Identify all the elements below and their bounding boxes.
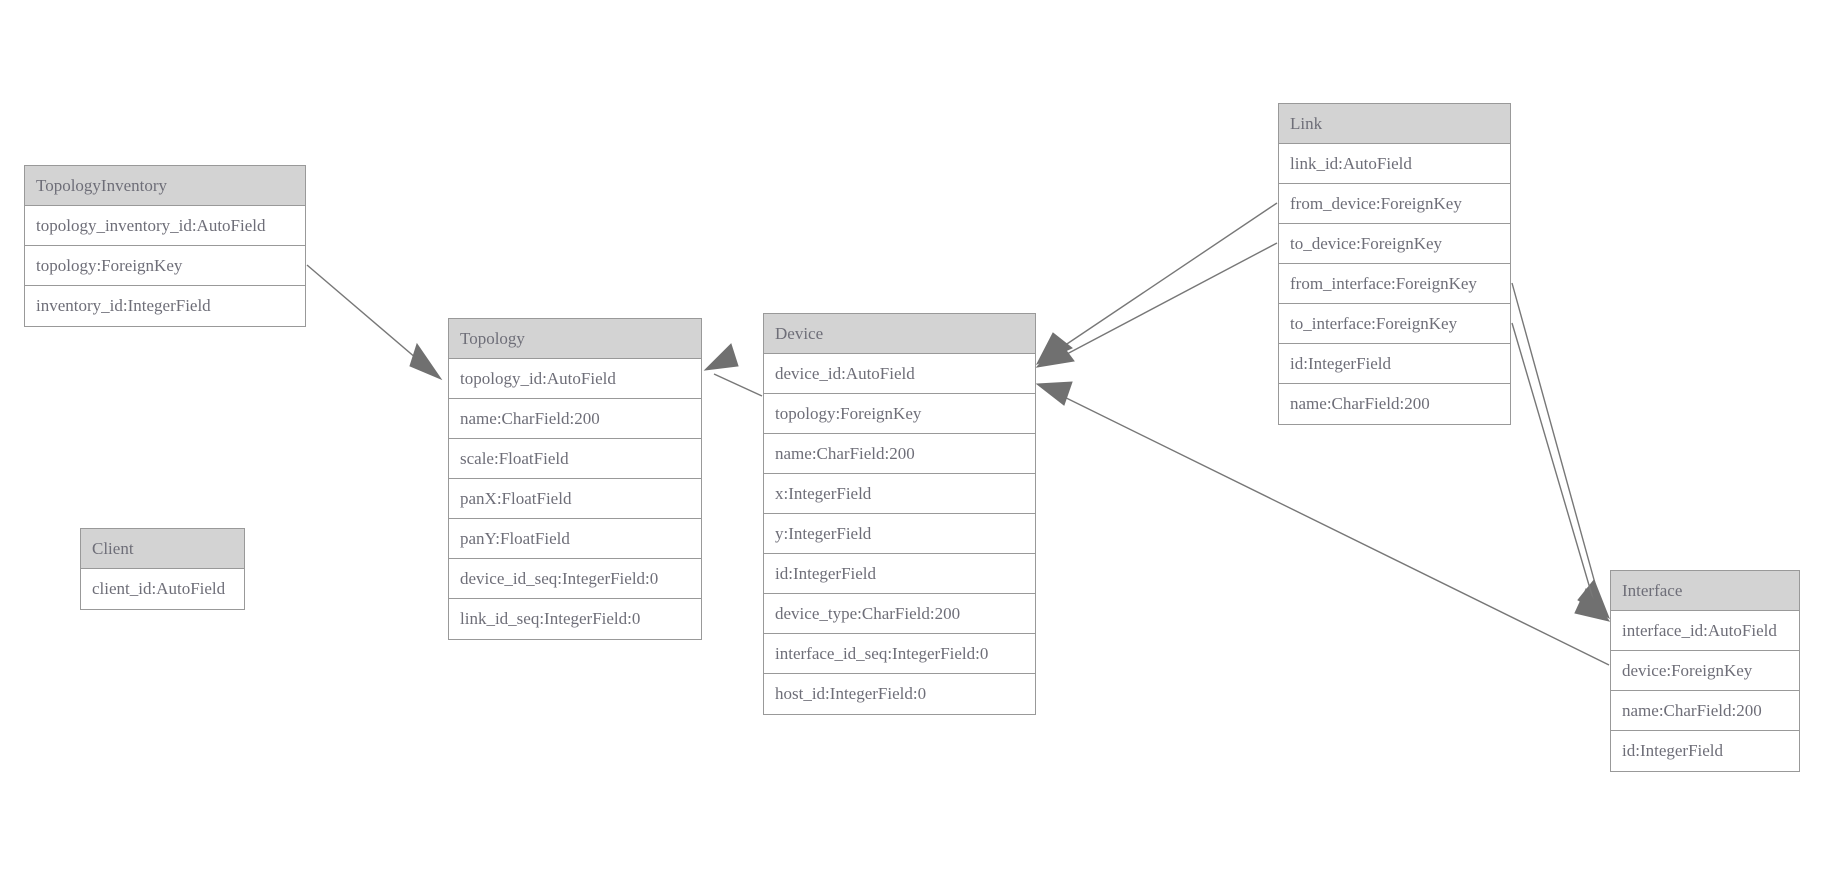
entity-field-device-5[interactable]: id:IntegerField bbox=[764, 554, 1035, 594]
relation-line-interface-device bbox=[1047, 388, 1610, 666]
entity-field-topologyinventory-0[interactable]: topology_inventory_id:AutoField bbox=[25, 206, 305, 246]
entity-field-topologyinventory-1[interactable]: topology:ForeignKey bbox=[25, 246, 305, 286]
entity-field-link-5[interactable]: id:IntegerField bbox=[1279, 344, 1510, 384]
entity-field-interface-0[interactable]: interface_id:AutoField bbox=[1611, 611, 1799, 651]
entity-field-client-0[interactable]: client_id:AutoField bbox=[81, 569, 244, 609]
relation-arrowhead-icon-link-to-interface bbox=[1574, 588, 1611, 622]
relation-line-topologyinventory-topology bbox=[306, 264, 438, 377]
relation-topologyinventory-topology bbox=[306, 264, 443, 381]
entity-title-interface: Interface bbox=[1611, 571, 1799, 611]
entity-title-topology: Topology bbox=[449, 319, 701, 359]
entity-field-interface-3[interactable]: id:IntegerField bbox=[1611, 731, 1799, 771]
entity-field-topology-2[interactable]: scale:FloatField bbox=[449, 439, 701, 479]
entity-field-link-0[interactable]: link_id:AutoField bbox=[1279, 144, 1510, 184]
entity-field-link-4[interactable]: to_interface:ForeignKey bbox=[1279, 304, 1510, 344]
entity-title-topologyinventory: TopologyInventory bbox=[25, 166, 305, 206]
relation-line-link-to-device bbox=[1047, 242, 1278, 365]
entity-field-device-3[interactable]: x:IntegerField bbox=[764, 474, 1035, 514]
entity-field-device-1[interactable]: topology:ForeignKey bbox=[764, 394, 1035, 434]
entity-field-topology-5[interactable]: device_id_seq:IntegerField:0 bbox=[449, 559, 701, 599]
entity-field-link-6[interactable]: name:CharField:200 bbox=[1279, 384, 1510, 424]
entity-field-device-8[interactable]: host_id:IntegerField:0 bbox=[764, 674, 1035, 714]
relation-link-from-device bbox=[1035, 202, 1278, 366]
entity-field-device-2[interactable]: name:CharField:200 bbox=[764, 434, 1035, 474]
entity-field-link-2[interactable]: to_device:ForeignKey bbox=[1279, 224, 1510, 264]
relation-line-link-from-device bbox=[1045, 202, 1278, 359]
relation-arrowhead-icon-topologyinventory-topology bbox=[409, 342, 443, 381]
relation-arrowhead-icon-device-topology bbox=[703, 343, 739, 371]
relation-arrowhead-icon-link-to-device bbox=[1035, 340, 1075, 368]
relation-device-topology bbox=[703, 343, 763, 397]
entity-field-topology-0[interactable]: topology_id:AutoField bbox=[449, 359, 701, 399]
relation-link-to-interface bbox=[1511, 322, 1611, 622]
entity-field-topology-3[interactable]: panX:FloatField bbox=[449, 479, 701, 519]
entity-field-interface-1[interactable]: device:ForeignKey bbox=[1611, 651, 1799, 691]
entity-title-link: Link bbox=[1279, 104, 1510, 144]
entity-title-device: Device bbox=[764, 314, 1035, 354]
relation-line-link-from-interface bbox=[1511, 282, 1602, 606]
entity-field-device-0[interactable]: device_id:AutoField bbox=[764, 354, 1035, 394]
entity-field-topology-4[interactable]: panY:FloatField bbox=[449, 519, 701, 559]
entity-field-interface-2[interactable]: name:CharField:200 bbox=[1611, 691, 1799, 731]
entity-field-link-1[interactable]: from_device:ForeignKey bbox=[1279, 184, 1510, 224]
relation-line-device-topology bbox=[713, 373, 763, 397]
entity-field-link-3[interactable]: from_interface:ForeignKey bbox=[1279, 264, 1510, 304]
entity-field-topology-1[interactable]: name:CharField:200 bbox=[449, 399, 701, 439]
relation-arrowhead-icon-interface-device bbox=[1035, 381, 1073, 406]
entity-field-topologyinventory-2[interactable]: inventory_id:IntegerField bbox=[25, 286, 305, 326]
relation-arrowhead-icon-link-from-interface bbox=[1577, 579, 1610, 620]
entity-field-device-4[interactable]: y:IntegerField bbox=[764, 514, 1035, 554]
relation-link-from-interface bbox=[1511, 282, 1610, 620]
relation-link-to-device bbox=[1035, 242, 1278, 368]
entity-field-topology-6[interactable]: link_id_seq:IntegerField:0 bbox=[449, 599, 701, 639]
entity-field-device-6[interactable]: device_type:CharField:200 bbox=[764, 594, 1035, 634]
entity-title-client: Client bbox=[81, 529, 244, 569]
relation-line-link-to-interface bbox=[1511, 322, 1597, 610]
relation-arrowhead-icon-link-from-device bbox=[1035, 332, 1073, 366]
entity-field-device-7[interactable]: interface_id_seq:IntegerField:0 bbox=[764, 634, 1035, 674]
